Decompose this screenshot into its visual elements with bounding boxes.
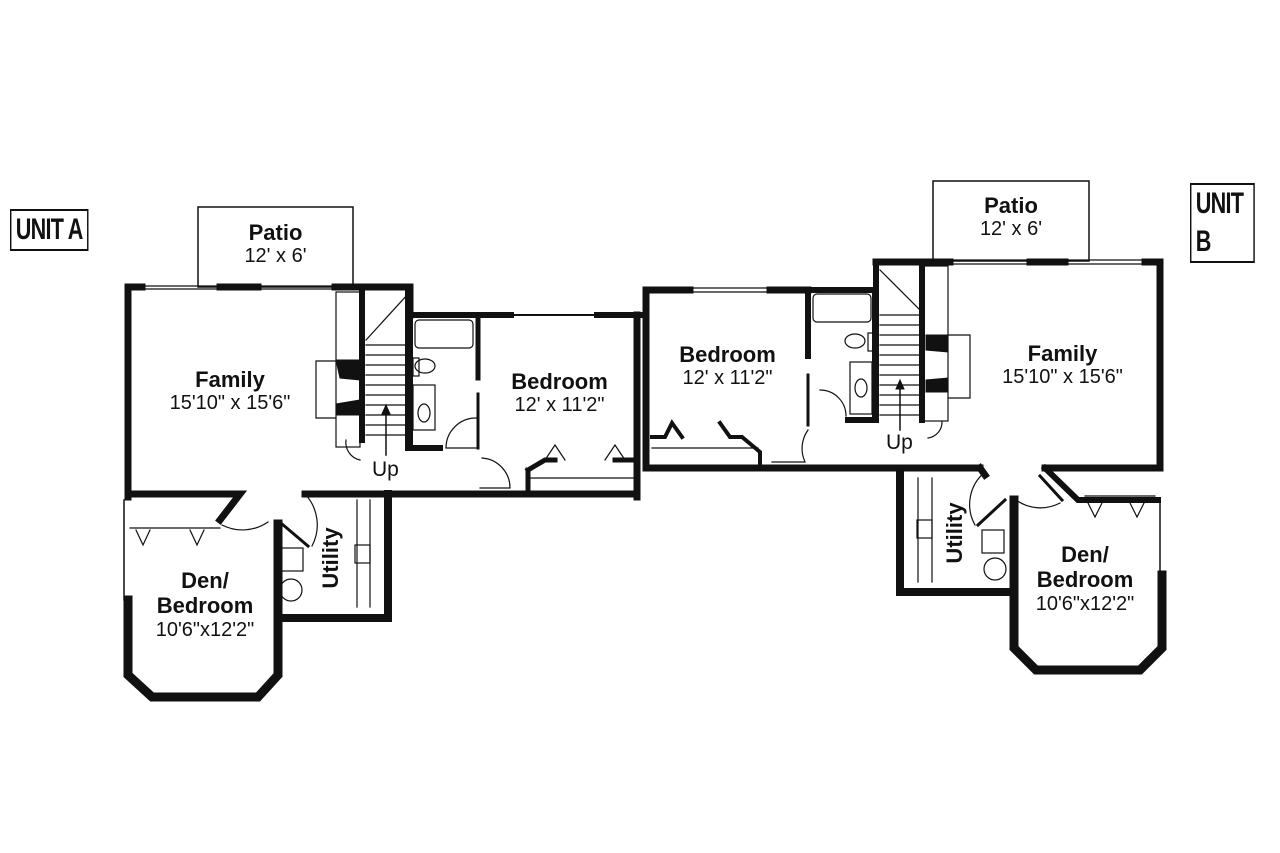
room-b-patio: Patio 12' x 6' — [933, 193, 1089, 241]
unit-b-walls — [872, 180, 1167, 675]
room-name: Bedroom — [679, 342, 776, 367]
unit-a-label: UNIT A — [10, 209, 89, 251]
room-name: Family — [1027, 341, 1098, 366]
room-dimensions: 12' x 6' — [244, 245, 307, 268]
unit-a-walls — [123, 206, 643, 702]
room-name: Bedroom — [511, 369, 608, 394]
room-name: Bedroom — [156, 593, 254, 619]
room-dimensions: 12' x 6' — [979, 218, 1043, 241]
room-a-bedroom: Bedroom 12' x 11'2" — [482, 369, 637, 417]
room-a-family: Family 15'10" x 15'6" — [130, 367, 330, 415]
room-name: Bedroom — [1036, 567, 1134, 593]
room-name: Den/ — [1061, 542, 1109, 567]
room-dimensions: 12' x 11'2" — [682, 367, 773, 390]
stairs-b-up-label: Up — [886, 431, 913, 454]
room-dimensions: 10'6"x12'2" — [155, 618, 255, 641]
room-dimensions: 15'10" x 15'6" — [1002, 366, 1123, 389]
room-dimensions: 10'6"x12'2" — [1035, 592, 1135, 615]
room-dimensions: 15'10" x 15'6" — [169, 392, 291, 415]
room-b-den: Den/ Bedroom 10'6"x12'2" — [1020, 542, 1150, 616]
room-a-den: Den/ Bedroom 10'6"x12'2" — [140, 568, 270, 642]
room-b-family: Family 15'10" x 15'6" — [970, 341, 1155, 389]
room-name: Patio — [984, 193, 1038, 218]
room-a-utility: Utility — [318, 527, 343, 589]
room-b-bedroom: Bedroom 12' x 11'2" — [650, 342, 805, 390]
room-name: Den/ — [181, 568, 229, 593]
unit-b-label: UNIT B — [1190, 183, 1255, 263]
room-dimensions: 12' x 11'2" — [514, 394, 605, 417]
room-a-patio: Patio 12' x 6' — [198, 220, 353, 268]
unit-b-bedroom-walls — [642, 286, 984, 472]
patio-a-outline — [197, 206, 354, 288]
patio-b-outline — [932, 180, 1090, 262]
stairs-a-up-label: Up — [372, 458, 399, 481]
room-name: Family — [195, 367, 265, 392]
room-b-utility: Utility — [942, 502, 967, 564]
family-a-walls — [124, 283, 414, 501]
room-name: Patio — [248, 220, 303, 245]
